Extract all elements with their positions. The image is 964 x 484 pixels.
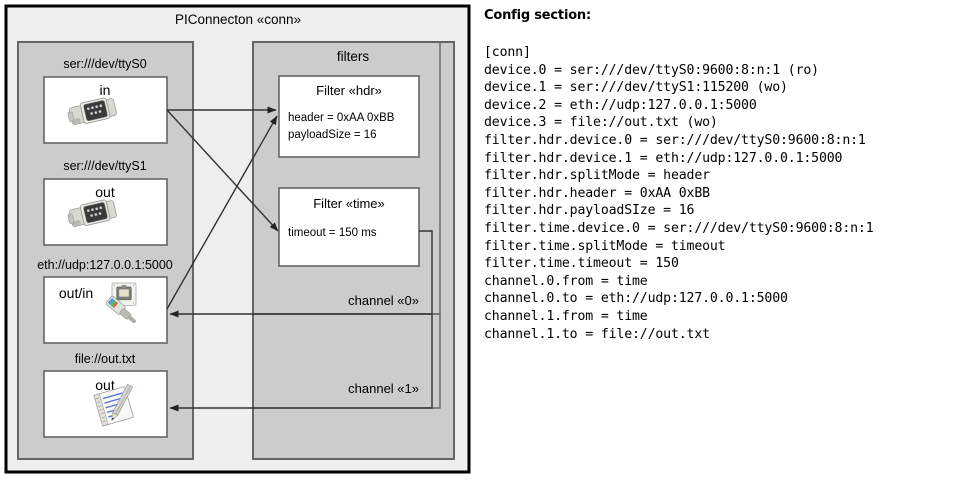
device-ser-ttys1[interactable]: ser:///dev/ttyS1 out: [43, 159, 168, 246]
config-line: filter.hdr.payloadSIze = 16: [484, 203, 695, 219]
device-direction-label: out: [95, 377, 115, 393]
filter-title: Filter «hdr»: [316, 83, 382, 98]
filter-property: header = 0xAA 0xBB: [288, 112, 395, 124]
edge-ttys0-to-time: [166, 109, 279, 232]
edge-eth-to-hdr: [166, 115, 278, 310]
filter-hdr[interactable]: Filter «hdr» header = 0xAA 0xBB payloadS…: [278, 75, 420, 158]
config-line: channel.0.to = eth://udp:127.0.0.1:5000: [484, 291, 788, 307]
config-line: filter.time.device.0 = ser:///dev/ttyS0:…: [484, 220, 874, 236]
diagram-svg: PIConnecton «conn» ser:///dev/ttyS0 in s…: [4, 4, 471, 474]
outer-container-title: PIConnecton «conn»: [175, 12, 301, 27]
config-line: filter.time.splitMode = timeout: [484, 238, 726, 254]
device-caption: ser:///dev/ttyS1: [63, 159, 146, 173]
devices-group: ser:///dev/ttyS0 in ser:///dev/ttyS1 out: [17, 41, 194, 460]
device-caption: eth://udp:127.0.0.1:5000: [37, 258, 173, 272]
config-section-panel: Config section: [conn] device.0 = ser:///…: [480, 0, 964, 484]
architecture-diagram: PIConnecton «conn» ser:///dev/ttyS0 in s…: [0, 0, 476, 484]
filter-time[interactable]: Filter «time» timeout = 150 ms: [278, 187, 420, 267]
config-line: device.0 = ser:///dev/ttyS0:9600:8:n:1 (…: [484, 62, 819, 78]
device-direction-label: in: [100, 82, 111, 98]
filters-group-title: filters: [337, 49, 370, 64]
device-direction-label: out/in: [59, 285, 93, 301]
edge-channel0-to-eth: [169, 230, 433, 318]
config-line: filter.time.timeout = 150: [484, 256, 679, 272]
device-file-out[interactable]: file://out.txt out: [43, 352, 168, 438]
filter-property: timeout = 150 ms: [288, 227, 377, 239]
config-line: channel.0.from = time: [484, 273, 648, 289]
channel-0-label: channel «0»: [348, 293, 419, 308]
config-line: device.2 = eth://udp:127.0.0.1:5000: [484, 97, 757, 113]
config-text-block: [conn] device.0 = ser:///dev/ttyS0:9600:8…: [484, 44, 874, 343]
connector-lines: [166, 106, 433, 412]
config-heading: Config section:: [484, 8, 591, 23]
config-line: filter.hdr.splitMode = header: [484, 168, 710, 184]
edge-channel1-to-file: [169, 314, 433, 412]
channel-1-label: channel «1»: [348, 381, 419, 396]
device-caption: ser:///dev/ttyS0: [63, 57, 146, 71]
device-eth-udp[interactable]: eth://udp:127.0.0.1:5000 out/in: [37, 258, 173, 344]
device-caption: file://out.txt: [75, 352, 136, 366]
config-line: filter.hdr.header = 0xAA 0xBB: [484, 185, 710, 201]
config-line: filter.hdr.device.1 = eth://udp:127.0.0.…: [484, 150, 843, 166]
device-direction-label: out: [95, 184, 115, 200]
config-line: filter.hdr.device.0 = ser:///dev/ttyS0:9…: [484, 132, 866, 148]
filter-title: Filter «time»: [313, 196, 385, 211]
config-line: device.1 = ser:///dev/ttyS1:115200 (wo): [484, 80, 788, 96]
config-line: device.3 = file://out.txt (wo): [484, 115, 718, 131]
filters-group: filters Filter «hdr» header = 0xAA 0xBB …: [252, 41, 455, 460]
config-line: [conn]: [484, 45, 531, 60]
filter-property: payloadSize = 16: [288, 129, 377, 141]
device-ser-ttys0[interactable]: ser:///dev/ttyS0 in: [43, 57, 168, 144]
config-line: channel.1.from = time: [484, 308, 648, 324]
config-line: channel.1.to = file://out.txt: [484, 326, 710, 342]
